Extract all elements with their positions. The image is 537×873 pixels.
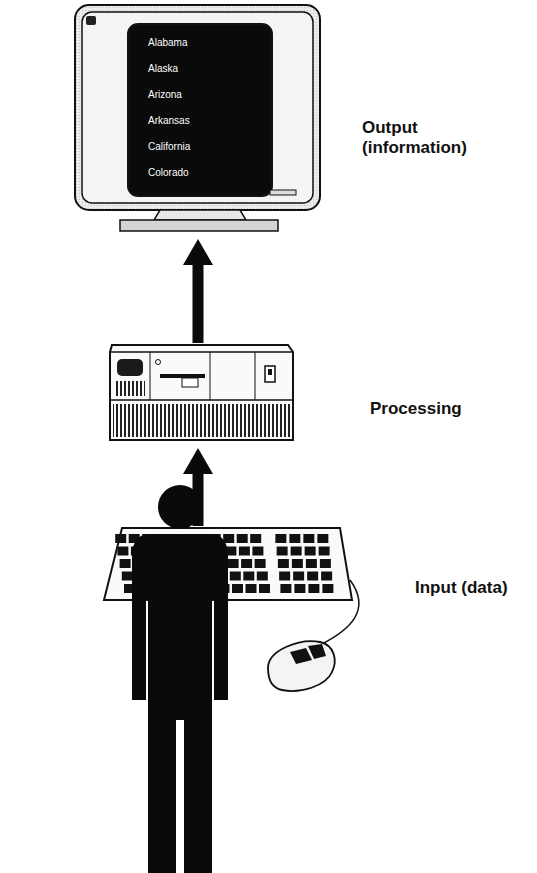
key [303, 534, 314, 543]
key [243, 572, 254, 581]
key [321, 572, 332, 581]
screen-list-item: Colorado [148, 167, 189, 179]
output-monitor: AlabamaAlaskaArizonaArkansasCaliforniaCo… [75, 5, 530, 233]
screen-list-item: Arkansas [148, 115, 190, 127]
arrow-shaft [193, 472, 204, 526]
key [308, 584, 319, 593]
key [305, 547, 316, 556]
arrow-head [183, 448, 213, 474]
stage-label: Processing [370, 399, 480, 419]
key [252, 547, 263, 556]
key [241, 559, 252, 568]
key [259, 584, 270, 593]
key [122, 572, 133, 581]
key [291, 547, 302, 556]
person-silhouette [132, 485, 228, 873]
key [275, 534, 286, 543]
input-devices: Input (data) [104, 528, 530, 873]
key [307, 572, 318, 581]
key [294, 584, 305, 593]
key [223, 534, 234, 543]
key [322, 584, 333, 593]
flow-arrow [183, 448, 213, 526]
screen-list-item: Alabama [148, 37, 187, 49]
key [289, 534, 300, 543]
key [306, 559, 317, 568]
key [277, 547, 288, 556]
arrow-head [183, 239, 213, 265]
arrow-shaft [193, 263, 204, 343]
key [319, 547, 330, 556]
key [280, 584, 291, 593]
mouse [268, 580, 359, 691]
key [237, 534, 248, 543]
key [232, 584, 243, 593]
stage-label: Output (information) [362, 118, 472, 158]
key [278, 559, 289, 568]
processing-unit: Processing [110, 345, 530, 442]
key [250, 534, 261, 543]
key [117, 547, 128, 556]
key [320, 559, 331, 568]
key [239, 547, 250, 556]
key [228, 559, 239, 568]
key [317, 534, 328, 543]
key [292, 559, 303, 568]
key [120, 559, 131, 568]
key [279, 572, 290, 581]
key [255, 559, 266, 568]
screen-list-item: Arizona [148, 89, 182, 101]
system-unit [110, 345, 293, 440]
monitor [75, 5, 320, 231]
key [246, 584, 257, 593]
key [115, 534, 126, 543]
flow-arrow [183, 239, 213, 343]
key [257, 572, 268, 581]
key [293, 572, 304, 581]
screen-list-item: Alaska [148, 63, 178, 75]
screen-list-item: California [148, 141, 190, 153]
stage-label: Input (data) [415, 578, 525, 598]
key [230, 572, 241, 581]
